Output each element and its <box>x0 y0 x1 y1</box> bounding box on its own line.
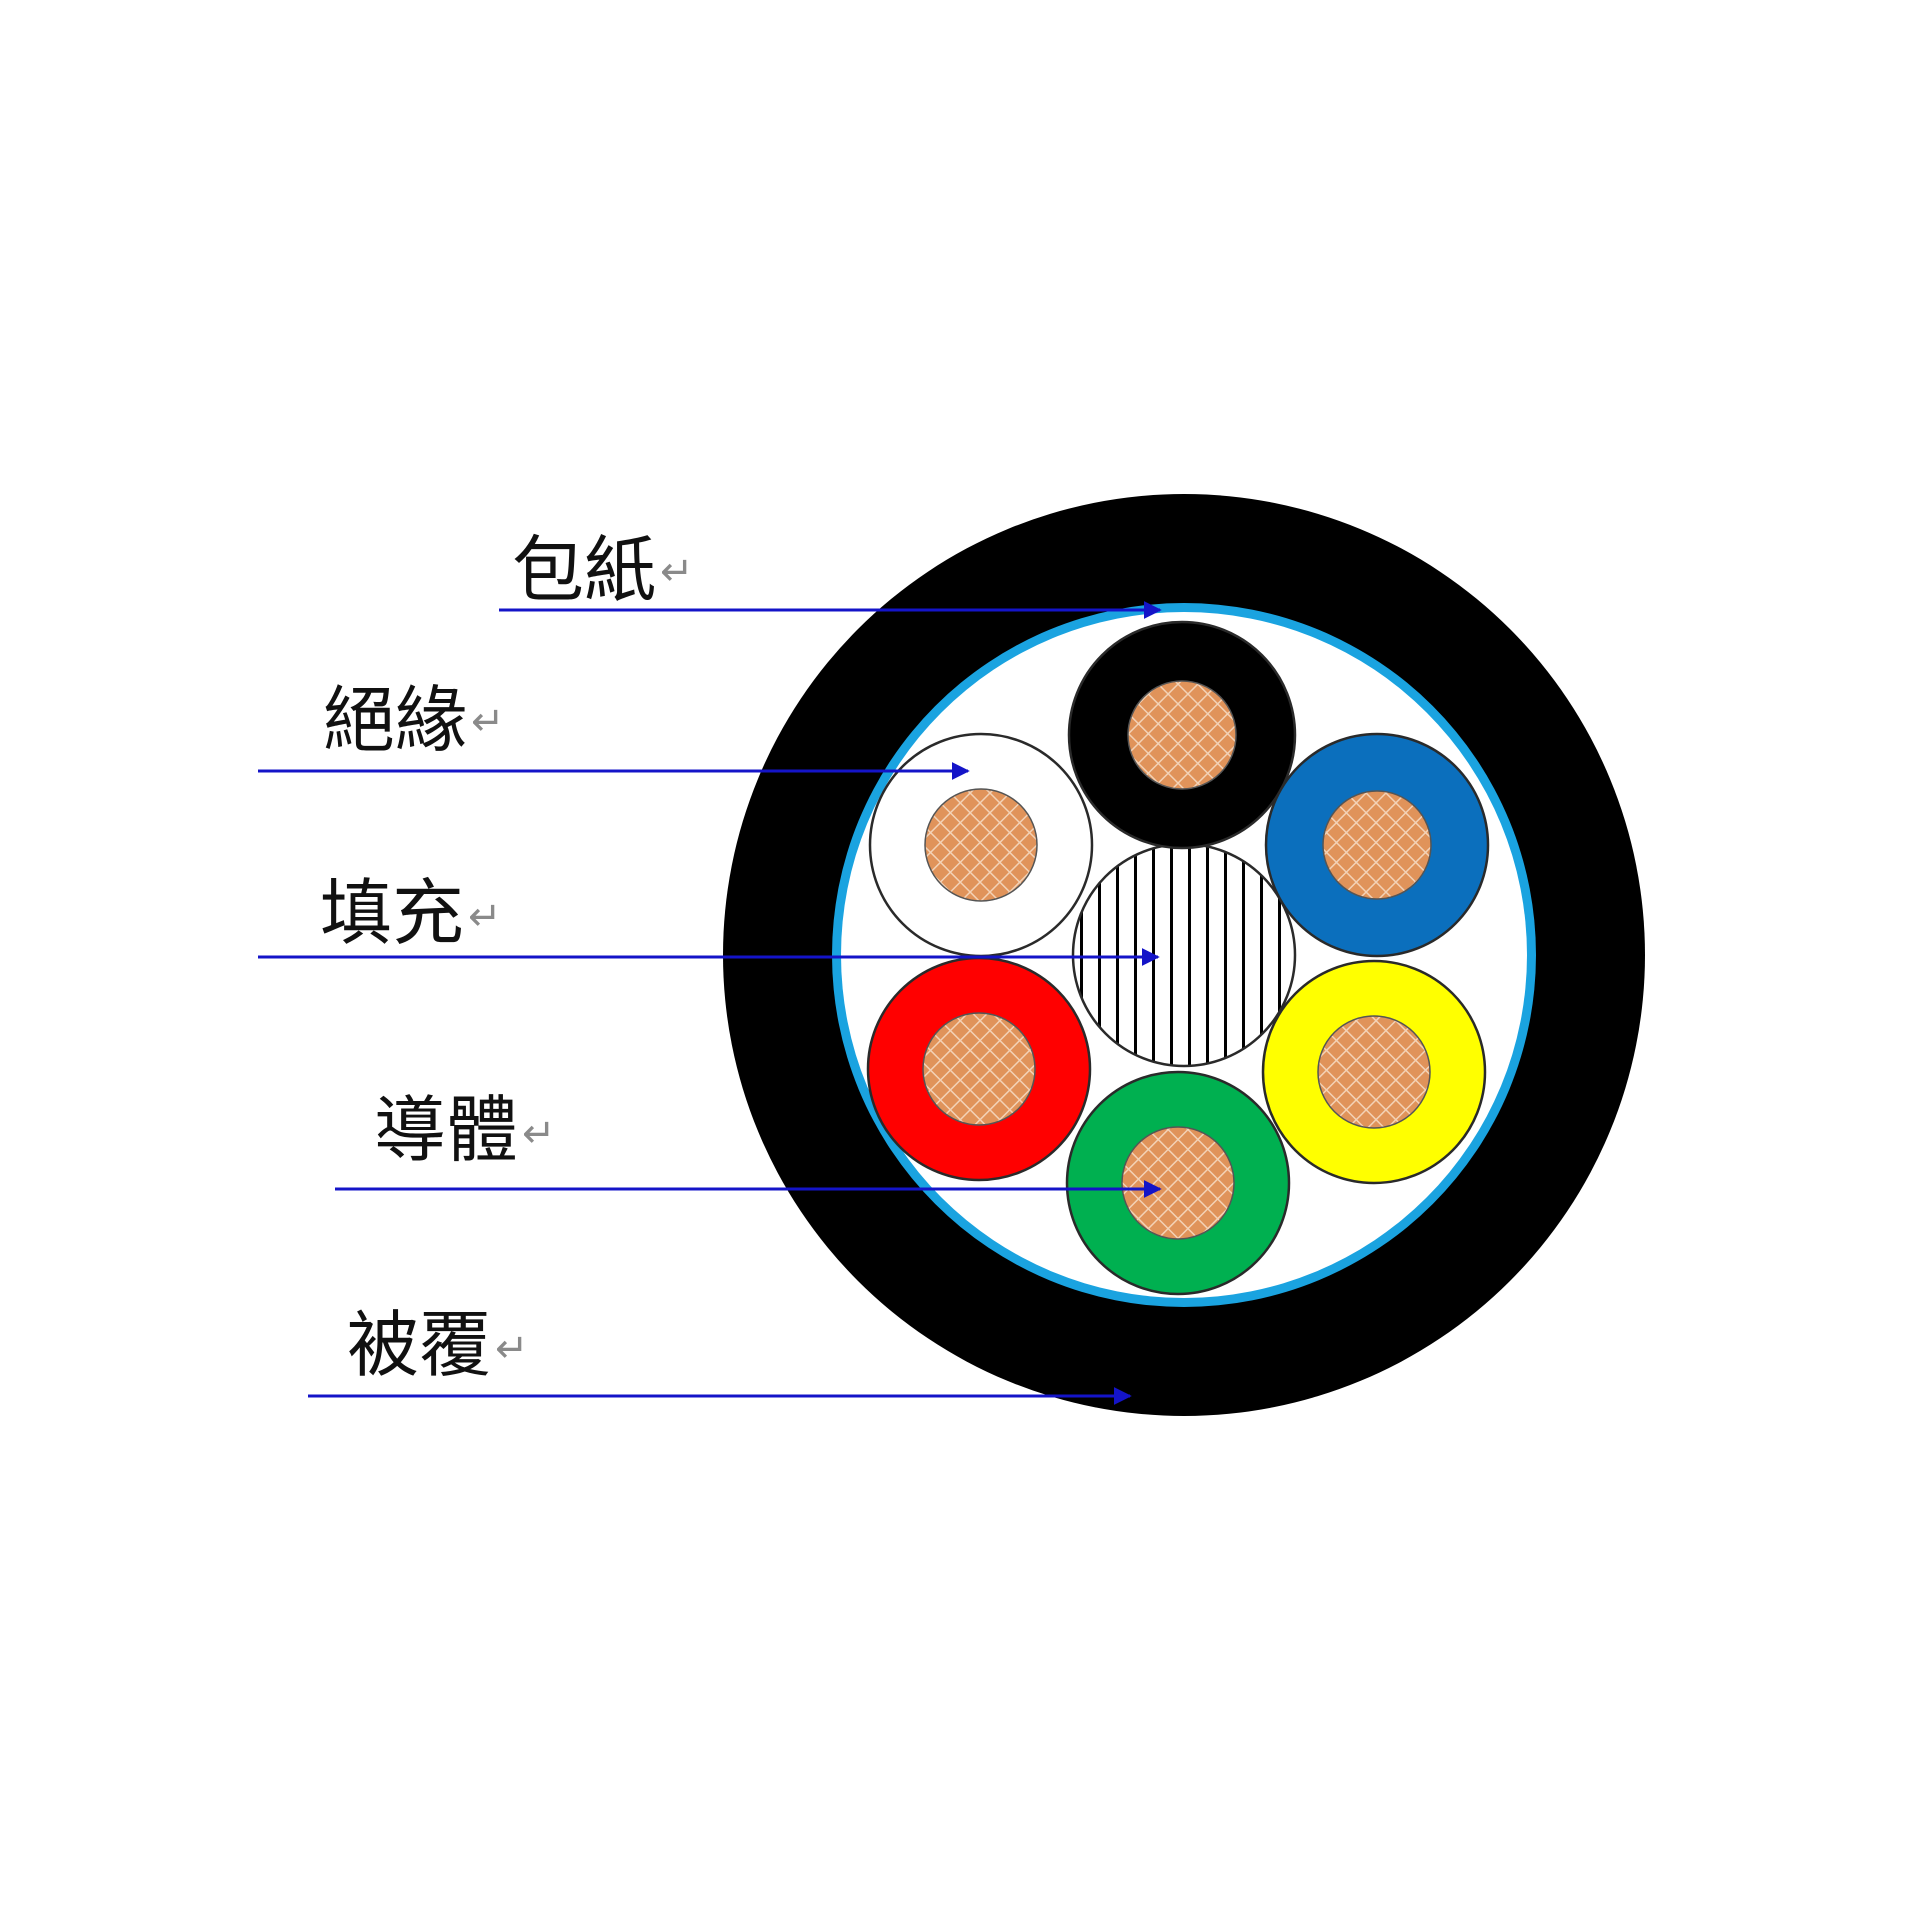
callout-label: 包紙 <box>512 528 656 612</box>
callout-filler: 填充 ↵ <box>320 871 502 955</box>
core-conductor <box>924 788 1038 902</box>
callout-label: 導體 <box>374 1088 518 1172</box>
return-mark: ↵ <box>471 699 505 745</box>
return-mark: ↵ <box>468 894 502 940</box>
return-mark: ↵ <box>522 1111 556 1157</box>
callout-insulation: 絕緣 ↵ <box>323 678 505 762</box>
core-conductor <box>1127 680 1237 790</box>
core-conductor <box>1317 1015 1431 1129</box>
core-top <box>1067 620 1297 850</box>
core-lower-right <box>1261 959 1487 1185</box>
core-upper-right <box>1264 732 1490 958</box>
callout-label: 絕緣 <box>323 678 467 762</box>
core-conductor <box>922 1012 1036 1126</box>
return-mark: ↵ <box>660 549 694 595</box>
center-filler <box>1071 842 1297 1068</box>
callout-conductor: 導體 ↵ <box>374 1088 556 1172</box>
core-conductor <box>1121 1126 1235 1240</box>
core-conductor <box>1322 790 1432 900</box>
return-mark: ↵ <box>495 1326 529 1372</box>
callout-wrapping-paper: 包紙 ↵ <box>512 528 694 612</box>
callout-label: 被覆 <box>347 1303 491 1387</box>
core-lower-left <box>866 956 1092 1182</box>
core-bottom <box>1065 1070 1291 1296</box>
callout-label: 填充 <box>320 871 464 955</box>
core-upper-left <box>868 732 1094 958</box>
callout-sheath: 被覆 ↵ <box>347 1303 529 1387</box>
